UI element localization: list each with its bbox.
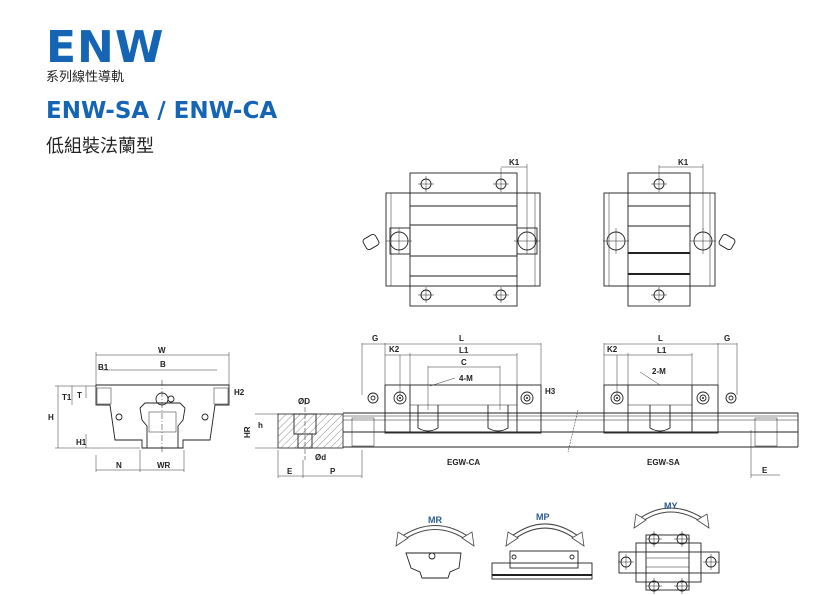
dim-k2: K2 <box>389 345 400 354</box>
dim-e: E <box>762 466 768 475</box>
dim-t1: T1 <box>62 393 72 402</box>
dim-id: Ød <box>315 453 326 462</box>
dim-4m: 4-M <box>459 374 473 383</box>
model-subtitle: 低組裝法蘭型 <box>46 136 154 156</box>
dim-wr: WR <box>157 461 171 470</box>
dim-l: L <box>658 334 663 343</box>
dim-w: W <box>158 346 166 355</box>
moment-yaw: MY <box>617 501 720 595</box>
dim-hr: HR <box>243 426 252 438</box>
moment-roll: MR <box>395 515 475 579</box>
model-label-ca: EGW-CA <box>447 458 480 467</box>
k1-label: K1 <box>678 158 689 167</box>
dim-c: C <box>461 358 467 367</box>
top-view-sa: K1 <box>602 158 736 307</box>
dim-g: G <box>724 334 730 343</box>
dim-e: E <box>287 467 293 476</box>
side-view-sa: L G K2 L1 2-M EGW-SA E <box>603 334 780 478</box>
top-view-ca: K1 <box>362 158 541 307</box>
moment-roll-label: MR <box>428 515 442 525</box>
dim-h: H <box>48 413 54 422</box>
dim-2m: 2-M <box>652 367 666 376</box>
side-view-ca: G L K2 L1 C 4-M H3 EGW-CA <box>361 334 556 467</box>
dim-od: ØD <box>298 397 310 406</box>
dim-t: T <box>77 391 82 400</box>
dim-n: N <box>116 461 122 470</box>
dim-l1: L1 <box>459 346 469 355</box>
k1-label: K1 <box>509 158 520 167</box>
dim-h-small: h <box>258 421 263 430</box>
dim-b1: B1 <box>98 363 109 372</box>
dim-b: B <box>160 360 166 369</box>
grease-nipple-icon <box>362 233 380 251</box>
moment-pitch: MP <box>491 512 593 580</box>
dim-h2: H2 <box>234 388 245 397</box>
model-label-sa: EGW-SA <box>647 458 680 467</box>
moment-pitch-label: MP <box>536 512 550 522</box>
dim-l1: L1 <box>657 346 667 355</box>
dim-k2: K2 <box>607 345 618 354</box>
grease-nipple-icon <box>718 233 736 251</box>
dim-h3: H3 <box>545 387 556 396</box>
dim-g: G <box>372 334 378 343</box>
dim-p: P <box>330 467 336 476</box>
series-title: ENW <box>46 22 165 73</box>
model-title: ENW-SA / ENW-CA <box>46 98 278 124</box>
rail-side <box>343 409 799 453</box>
front-view: W B B1 H T1 T H1 H2 N WR <box>48 346 245 472</box>
series-subtitle: 系列線性導軌 <box>46 69 125 84</box>
dim-h1: H1 <box>76 438 87 447</box>
moment-yaw-label: MY <box>664 501 678 511</box>
dim-l: L <box>459 334 464 343</box>
rail-section: ØD Ød h HR E P <box>243 397 363 478</box>
